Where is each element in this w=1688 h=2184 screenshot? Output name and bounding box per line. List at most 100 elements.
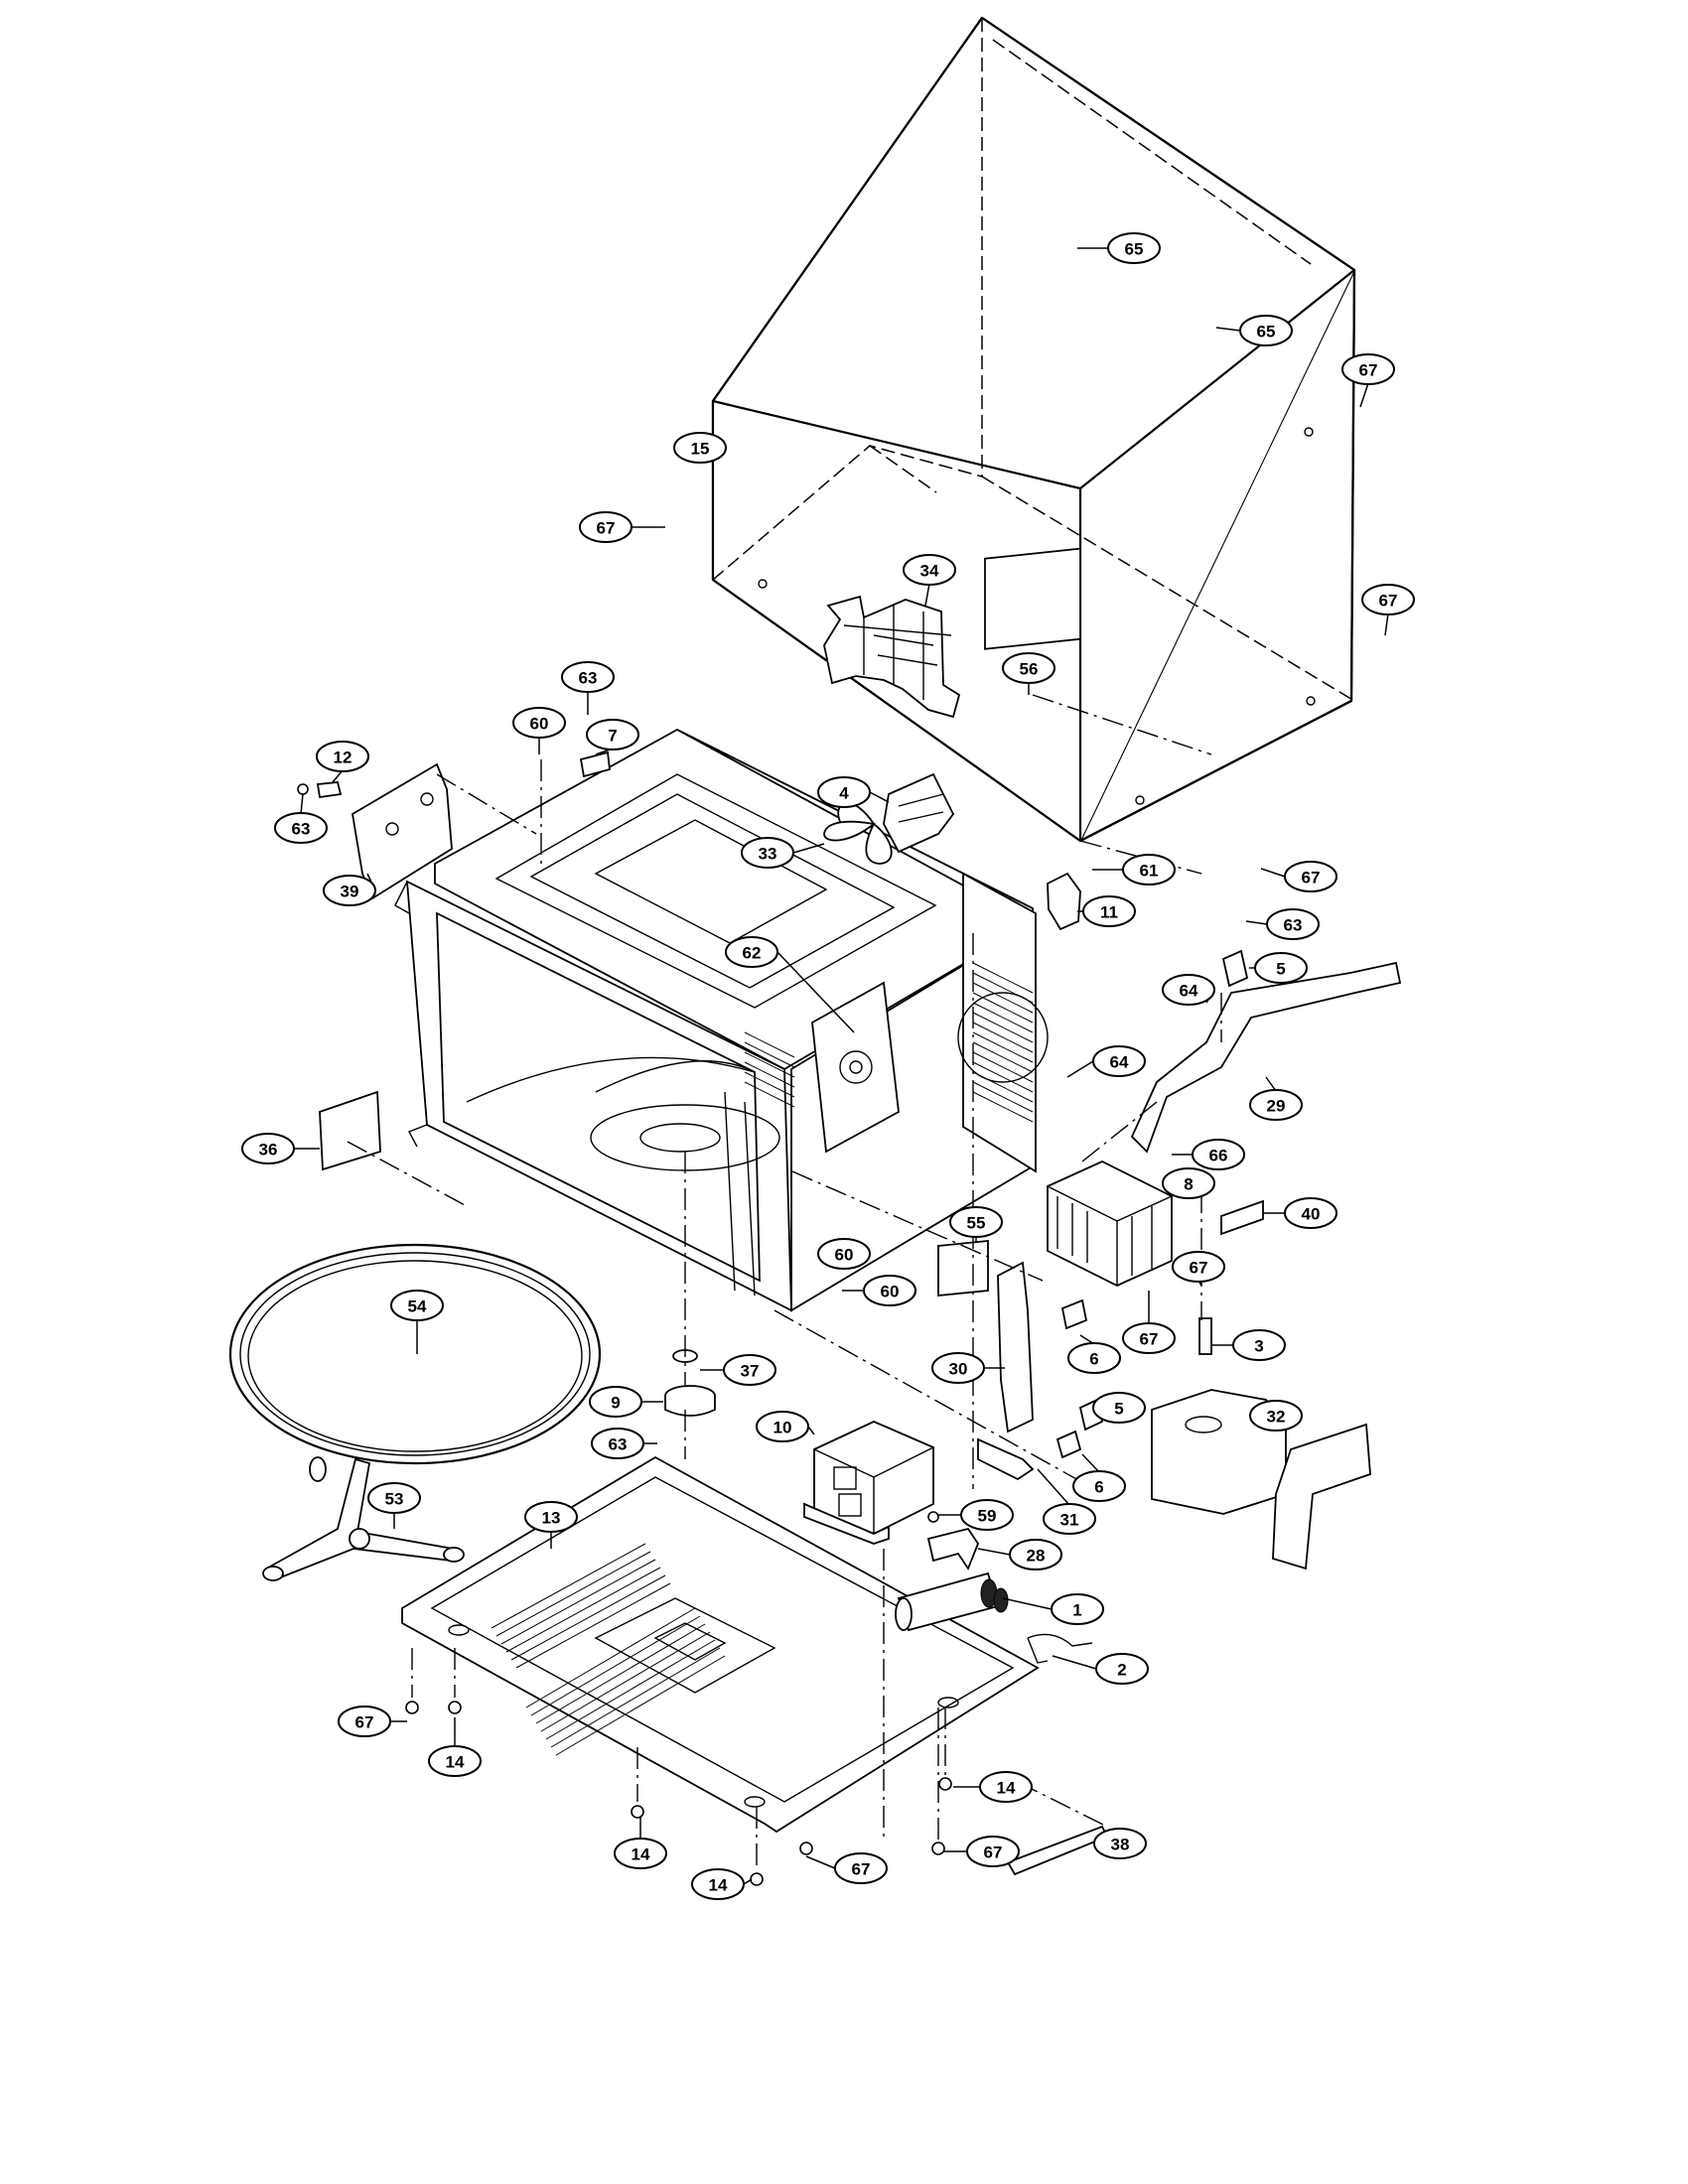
- callout-hv-transformer: 10: [756, 1411, 815, 1442]
- callout-screw-base-front: 67: [805, 1852, 888, 1884]
- callout-number: 55: [967, 1214, 986, 1233]
- callout-number: 14: [997, 1779, 1016, 1798]
- callout-bubble: [1284, 1197, 1337, 1229]
- turntable-glass-drawing: [228, 1243, 602, 1465]
- callout-bubble: [741, 837, 794, 869]
- waveguide-cover-drawing: [319, 1090, 381, 1171]
- callout-bubble: [1107, 232, 1161, 264]
- callout-bubble: [591, 1428, 644, 1459]
- turntable-motor-drawing: [664, 1385, 716, 1417]
- callout-bubble: [1249, 1089, 1303, 1121]
- callout-leader: [332, 769, 344, 783]
- callout-latch-board: 30: [931, 1352, 1005, 1384]
- callout-leader: [1052, 1655, 1097, 1670]
- callout-leader: [805, 1855, 836, 1869]
- callout-screw-cabinet-right-top: 67: [1341, 353, 1395, 408]
- callout-number: 64: [1110, 1053, 1129, 1072]
- callout-bubble: [390, 1290, 444, 1321]
- callout-number: 37: [741, 1362, 760, 1381]
- callout-bubble: [1162, 974, 1215, 1006]
- callout-screw-67-c: 67: [1172, 1251, 1225, 1287]
- callout-leader: [977, 1548, 1011, 1556]
- callout-number: 56: [1020, 660, 1039, 679]
- bracket-drawing: [297, 762, 453, 900]
- callout-screw-base-right: 67: [943, 1836, 1020, 1867]
- hv-diode-drawing: [1027, 1633, 1093, 1664]
- callout-number: 2: [1117, 1661, 1126, 1680]
- callout-screw-66: 66: [1172, 1139, 1245, 1170]
- fuse-drawing: [1198, 1317, 1212, 1355]
- callout-number: 67: [597, 519, 616, 538]
- callout-front-trim: 38: [1093, 1828, 1147, 1859]
- callout-bubble: [524, 1501, 578, 1533]
- callout-bubble: [1122, 854, 1176, 886]
- callout-turntable-glass: 54: [390, 1290, 444, 1354]
- latch-board-drawing: [977, 1261, 1104, 1481]
- callout-label-plate: 56: [1002, 652, 1055, 695]
- callout-leader: [924, 583, 930, 607]
- callout-bubble: [979, 1771, 1033, 1803]
- cord-clamp-drawing: [1047, 872, 1081, 931]
- callout-air-duct: 32: [1249, 1400, 1303, 1432]
- callout-number: 8: [1184, 1175, 1193, 1194]
- callout-leader: [776, 951, 855, 1033]
- callout-bubble: [725, 936, 778, 968]
- callout-number: 63: [609, 1435, 628, 1454]
- callout-screw-cabinet-left: 67: [579, 511, 665, 543]
- callout-switch-upper: 5: [1249, 952, 1308, 984]
- callout-fan-motor: 4: [817, 776, 890, 808]
- callout-number: 6: [1089, 1350, 1098, 1369]
- callout-bubble: [834, 1852, 888, 1884]
- callout-bubble: [1239, 315, 1293, 346]
- callout-number: 65: [1125, 240, 1144, 259]
- callout-transformer-upper: 8: [1162, 1167, 1215, 1199]
- callout-bubble: [1266, 908, 1320, 940]
- callout-leader: [807, 1426, 815, 1435]
- callout-number: 61: [1140, 862, 1159, 881]
- callout-fan-duct: 34: [903, 554, 956, 607]
- callout-number: 67: [1359, 361, 1378, 380]
- transformer-upper-drawing: [1047, 1160, 1173, 1287]
- callout-bubble: [1002, 652, 1055, 684]
- callout-screw-base-left: 67: [338, 1706, 407, 1737]
- callout-number: 14: [632, 1845, 650, 1864]
- callout-leader: [1215, 327, 1241, 332]
- callout-number: 54: [408, 1297, 427, 1316]
- callout-bubble: [1284, 861, 1337, 892]
- callout-bubble: [1092, 1392, 1146, 1424]
- callouts: 6565671567346756636071263394336111676364…: [241, 232, 1415, 1900]
- callout-leader: [1081, 1453, 1100, 1473]
- callout-interlock-switch: 31: [1037, 1468, 1096, 1535]
- callout-screw-top-7: 63: [561, 661, 615, 715]
- callout-bubble: [1361, 584, 1415, 615]
- callout-number: 53: [385, 1490, 404, 1509]
- callout-number: 64: [1180, 982, 1198, 1001]
- base-plate-drawing: [401, 1455, 1040, 1834]
- base-fasteners: [405, 1701, 952, 1886]
- callout-waveguide-cover: 36: [241, 1133, 320, 1164]
- callout-screw-motor: 63: [591, 1428, 657, 1459]
- roller-guide-drawing: [262, 1456, 465, 1581]
- hv-capacitor-drawing: [895, 1571, 1009, 1632]
- callout-leader: [1037, 1468, 1070, 1506]
- callout-bubble: [949, 1206, 1003, 1238]
- callout-bubble: [1254, 952, 1308, 984]
- callout-screw-cabinet-right-mid: 67: [1361, 584, 1415, 636]
- callout-number: 67: [1302, 869, 1321, 887]
- callout-number: 3: [1254, 1337, 1263, 1356]
- callout-number: 60: [530, 715, 549, 734]
- callout-number: 32: [1267, 1408, 1286, 1427]
- callout-number: 67: [1190, 1259, 1208, 1278]
- callout-bubble: [1341, 353, 1395, 385]
- callout-bubble: [1232, 1329, 1286, 1361]
- callout-number: 14: [446, 1753, 465, 1772]
- callout-number: 63: [1284, 916, 1303, 935]
- callout-hv-diode: 2: [1052, 1653, 1149, 1685]
- callout-latch-lever: 29: [1249, 1076, 1303, 1121]
- callout-bubble: [691, 1868, 745, 1900]
- callout-number: 31: [1060, 1511, 1079, 1530]
- callout-bubble: [274, 812, 328, 844]
- callout-number: 65: [1257, 323, 1276, 341]
- callout-number: 29: [1267, 1097, 1286, 1116]
